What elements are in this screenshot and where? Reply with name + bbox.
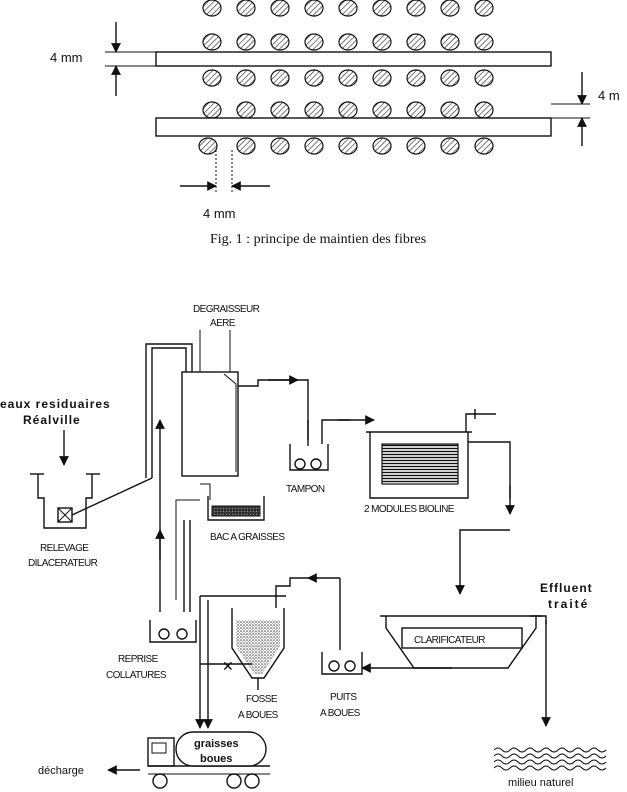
fibre-section: [474, 0, 494, 17]
fibre-section: [372, 0, 392, 17]
fibre-section: [202, 69, 222, 87]
fibre-section: [202, 101, 222, 119]
fibre-section: [236, 0, 256, 17]
degraisseur-tank: DEGRAISSEUR AERE: [181, 304, 260, 477]
fibre-cross-sections: [198, 0, 494, 155]
decharge-label: décharge: [38, 765, 84, 777]
fosse-label-2: A BOUES: [238, 710, 279, 721]
fibre-section: [304, 33, 324, 51]
fibre-section: [372, 101, 392, 119]
fibre-section: [406, 137, 426, 155]
fibre-section: [372, 69, 392, 87]
fibre-section: [474, 101, 494, 119]
fibre-section: [440, 137, 460, 155]
puits-label-2: A BOUES: [320, 708, 361, 719]
fibre-section: [440, 33, 460, 51]
fibre-section: [270, 69, 290, 87]
fibre-section: [304, 137, 324, 155]
influent-label-1: eaux residuaires: [0, 397, 111, 411]
fibre-section: [270, 101, 290, 119]
fibre-section: [270, 33, 290, 51]
left-dimension-label: 4 mm: [50, 50, 83, 65]
truck-label-1: graisses: [194, 738, 239, 750]
fibre-section: [372, 137, 392, 155]
bottom-dimension: 4 mm: [180, 150, 270, 221]
milieu-label: milieu naturel: [508, 777, 573, 789]
degraisseur-label-1: DEGRAISSEUR: [193, 304, 260, 315]
fibre-section: [198, 137, 218, 155]
figure-caption: Fig. 1 : principe de maintien des fibres: [210, 232, 426, 247]
fibre-section: [236, 69, 256, 87]
fibre-section: [474, 69, 494, 87]
bac-a-graisses: BAC A GRAISSES: [207, 496, 286, 543]
relevage-pit: RELEVAGE DILACERATEUR: [28, 473, 100, 569]
clarificateur: CLARIFICATEUR: [380, 615, 542, 669]
fibre-section: [236, 33, 256, 51]
tampon-label: TAMPON: [286, 484, 325, 495]
effluent-label-2: traité: [548, 597, 589, 611]
reprise-collatures: REPRISE COLLATURES: [106, 620, 197, 681]
fibre-section: [406, 0, 426, 17]
right-dimension-label: 4 m: [598, 88, 620, 103]
fosse-a-boues: ✕ FOSSE A BOUES: [200, 608, 285, 721]
fibre-section: [202, 33, 222, 51]
puits-a-boues: PUITS A BOUES: [320, 652, 363, 719]
pump-line: [71, 477, 153, 516]
fibre-section: [202, 0, 222, 17]
fibre-section: [304, 69, 324, 87]
fibre-section: [236, 101, 256, 119]
relevage-label-1: RELEVAGE: [40, 543, 89, 554]
fibre-section: [406, 69, 426, 87]
bioline-label: 2 MODULES BIOLINE: [364, 504, 455, 515]
fibre-section: [338, 33, 358, 51]
effluent-label-1: Effluent: [540, 581, 593, 595]
fibre-section: [304, 101, 324, 119]
puits-label-1: PUITS: [330, 692, 357, 703]
fibre-section: [338, 101, 358, 119]
degraisseur-label-2: AERE: [210, 318, 236, 329]
fibre-section: [406, 33, 426, 51]
fibre-section: [406, 101, 426, 119]
riser-pipe: [151, 347, 187, 478]
fibre-section: [270, 0, 290, 17]
right-dimension: 4 m: [551, 72, 620, 146]
lower-plate: [155, 117, 552, 137]
reprise-label-2: COLLATURES: [106, 670, 167, 681]
clarificateur-label: CLARIFICATEUR: [414, 635, 485, 646]
influent-label-2: Réalville: [23, 413, 81, 427]
fibre-section: [440, 0, 460, 17]
valve-x: ✕: [222, 658, 234, 674]
fibre-section: [338, 69, 358, 87]
fibre-section: [236, 137, 256, 155]
fibre-section: [440, 69, 460, 87]
bioline-modules: 2 MODULES BIOLINE: [364, 409, 496, 515]
left-dimension: 4 mm: [50, 22, 156, 96]
fibre-section: [338, 137, 358, 155]
fibre-section: [474, 137, 494, 155]
fibre-section: [440, 101, 460, 119]
fibre-holding-figure: 4 mm 4 m 4 mm Fig. 1 : principe de maint…: [50, 0, 620, 247]
treatment-process-diagram: eaux residuaires Réalville RELEVAGE DILA…: [0, 304, 607, 789]
upper-plate: [155, 51, 552, 67]
sludge-truck: graisses boues: [147, 731, 270, 789]
fibre-section: [338, 0, 358, 17]
fibre-section: [474, 33, 494, 51]
relevage-label-2: DILACERATEUR: [28, 558, 98, 569]
truck-label-2: boues: [200, 753, 232, 765]
fibre-section: [270, 137, 290, 155]
reprise-label-1: REPRISE: [118, 654, 159, 665]
tampon-tank: TAMPON: [286, 444, 329, 495]
fibre-section: [304, 0, 324, 17]
bac-graisses-label: BAC A GRAISSES: [210, 532, 285, 543]
fosse-label-1: FOSSE: [246, 694, 278, 705]
milieu-naturel-waves: milieu naturel: [493, 747, 607, 789]
fibre-section: [372, 33, 392, 51]
bottom-dimension-label: 4 mm: [203, 206, 236, 221]
